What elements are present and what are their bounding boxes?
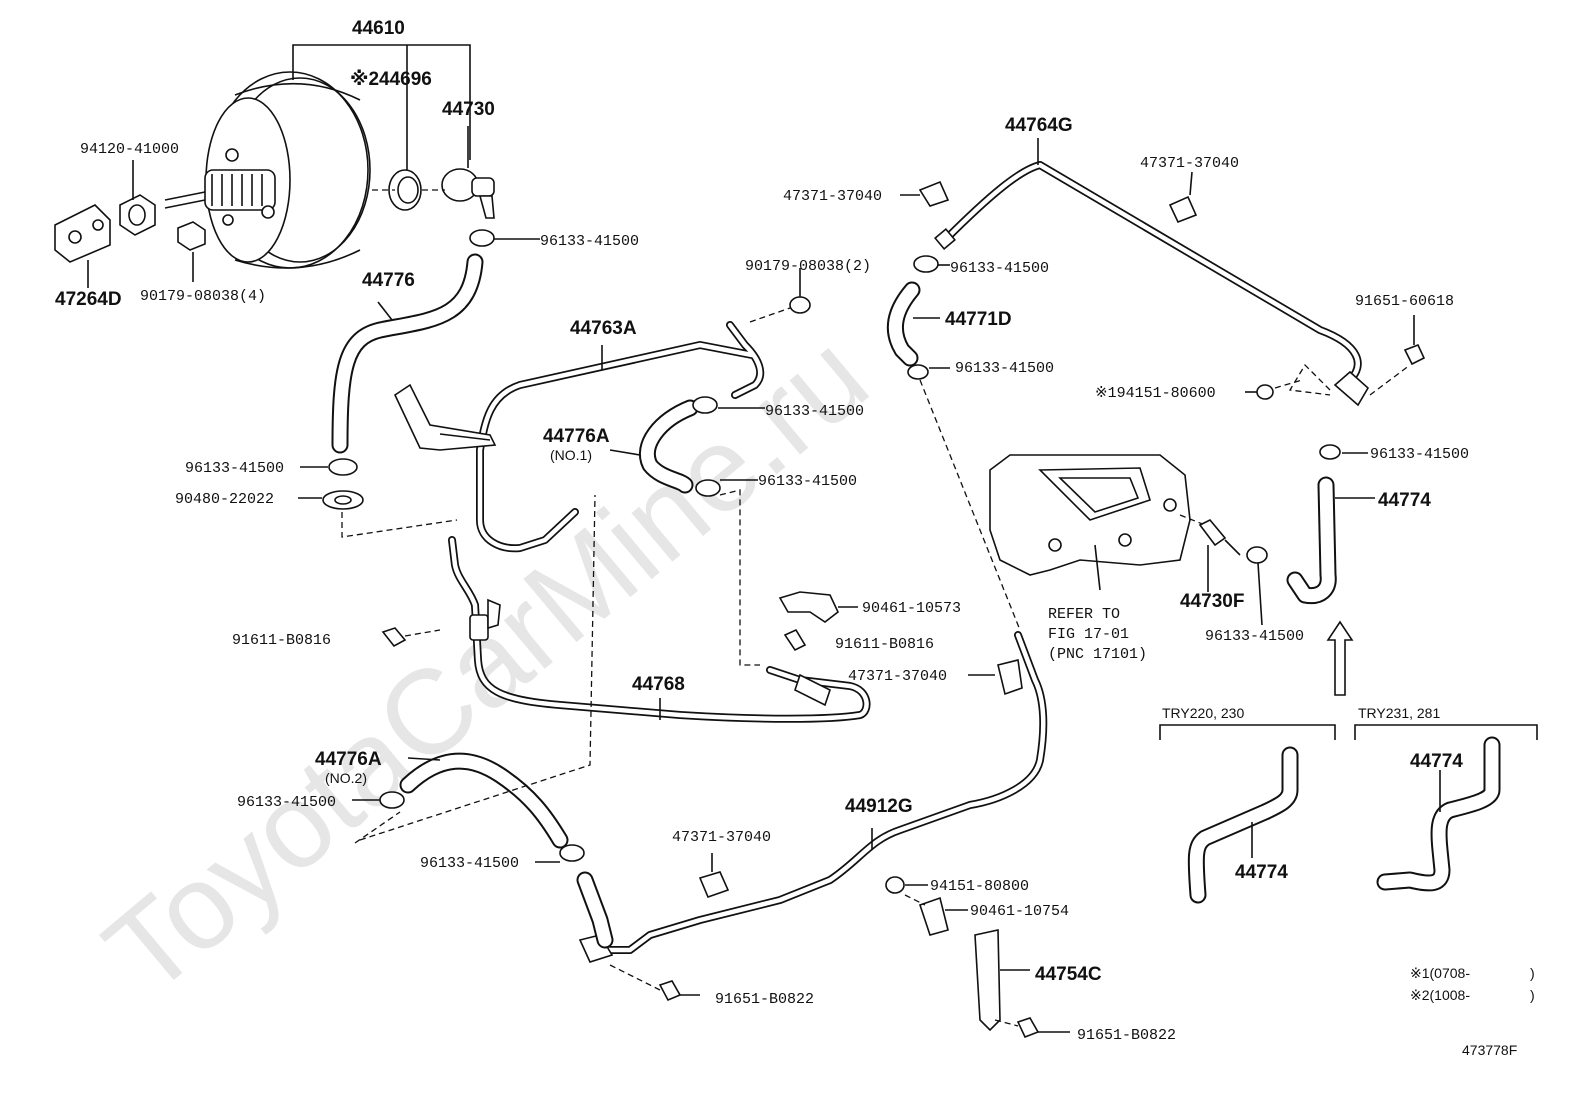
check-valve-44730 xyxy=(441,168,495,219)
label-91651-b0822-b: 91651-B0822 xyxy=(1077,1027,1176,1044)
label-90461-10573: 90461-10573 xyxy=(862,600,961,617)
label-44610: 44610 xyxy=(352,18,405,39)
label-44776: 44776 xyxy=(362,270,415,291)
note-1: ※1(0708- xyxy=(1410,965,1470,981)
label-44776a-no2-sub: (NO.2) xyxy=(325,770,367,786)
label-91651-60618: 91651-60618 xyxy=(1355,293,1454,310)
label-44730: 44730 xyxy=(442,99,495,120)
label-94151-80600: ※194151-80600 xyxy=(1095,385,1216,402)
label-44763a: 44763A xyxy=(570,318,637,339)
label-44754c: 44754C xyxy=(1035,964,1102,985)
label-47371-37040-c: 47371-37040 xyxy=(848,668,947,685)
label-44776a-no1-sub: (NO.1) xyxy=(550,447,592,463)
refer-line-2: FIG 17-01 xyxy=(1048,626,1129,643)
label-96133-41500-a: 96133-41500 xyxy=(540,233,639,250)
label-96133-41500-d: 96133-41500 xyxy=(758,473,857,490)
label-47371-37040-b: 47371-37040 xyxy=(1140,155,1239,172)
label-44768: 44768 xyxy=(632,674,685,695)
label-94151-80800: 94151-80800 xyxy=(930,878,1029,895)
refer-line-3: (PNC 17101) xyxy=(1048,646,1147,663)
label-96133-41500-g: 96133-41500 xyxy=(1370,446,1469,463)
grommet-44696 xyxy=(388,169,422,211)
note-2: ※2(1008- xyxy=(1410,987,1470,1003)
label-44912g: 44912G xyxy=(845,796,913,817)
clamp-icon xyxy=(469,229,495,247)
note-2-end: ) xyxy=(1530,987,1535,1003)
label-try231-281: TRY231, 281 xyxy=(1358,705,1440,721)
label-44771d: 44771D xyxy=(945,309,1012,330)
label-44774-main: 44774 xyxy=(1378,490,1431,511)
label-44776a-no2: 44776A xyxy=(315,749,382,770)
label-96133-41500-c: 96133-41500 xyxy=(765,403,864,420)
label-47371-37040-d: 47371-37040 xyxy=(672,829,771,846)
label-96133-41500-j: 96133-41500 xyxy=(420,855,519,872)
label-90179-08038-2: 90179-08038(2) xyxy=(745,258,871,275)
label-96133-41500-b: 96133-41500 xyxy=(185,460,284,477)
label-91611-b0816-b: 91611-B0816 xyxy=(835,636,934,653)
label-44774-try-b: 44774 xyxy=(1410,751,1463,772)
brake-booster xyxy=(164,71,371,269)
refer-line-1: REFER TO xyxy=(1048,606,1120,623)
label-44776a-no1: 44776A xyxy=(543,426,610,447)
label-try220-230: TRY220, 230 xyxy=(1162,705,1244,721)
clevis-part xyxy=(54,204,111,263)
label-96133-41500-f: 96133-41500 xyxy=(955,360,1054,377)
label-91611-b0816-a: 91611-B0816 xyxy=(232,632,331,649)
label-96133-41500-e: 96133-41500 xyxy=(950,260,1049,277)
nut-90179 xyxy=(177,221,206,251)
note-1-end: ) xyxy=(1530,965,1535,981)
label-44730f: 44730F xyxy=(1180,591,1244,612)
nut-94120 xyxy=(119,194,156,236)
label-44764g: 44764G xyxy=(1005,115,1073,136)
label-96133-41500-h: 96133-41500 xyxy=(1205,628,1304,645)
label-47371-37040-a: 47371-37040 xyxy=(783,188,882,205)
label-90480-22022: 90480-22022 xyxy=(175,491,274,508)
label-44696: ※244696 xyxy=(350,69,432,90)
label-96133-41500-i: 96133-41500 xyxy=(237,794,336,811)
label-90461-10754: 90461-10754 xyxy=(970,903,1069,920)
label-90179-08038-4: 90179-08038(4) xyxy=(140,288,266,305)
label-47264d: 47264D xyxy=(55,289,122,310)
label-94120-41000: 94120-41000 xyxy=(80,141,179,158)
figure-ref-code: 473778F xyxy=(1462,1042,1517,1058)
intake-manifold xyxy=(989,454,1191,591)
label-91651-b0822-a: 91651-B0822 xyxy=(715,991,814,1008)
label-44774-try-a: 44774 xyxy=(1235,862,1288,883)
